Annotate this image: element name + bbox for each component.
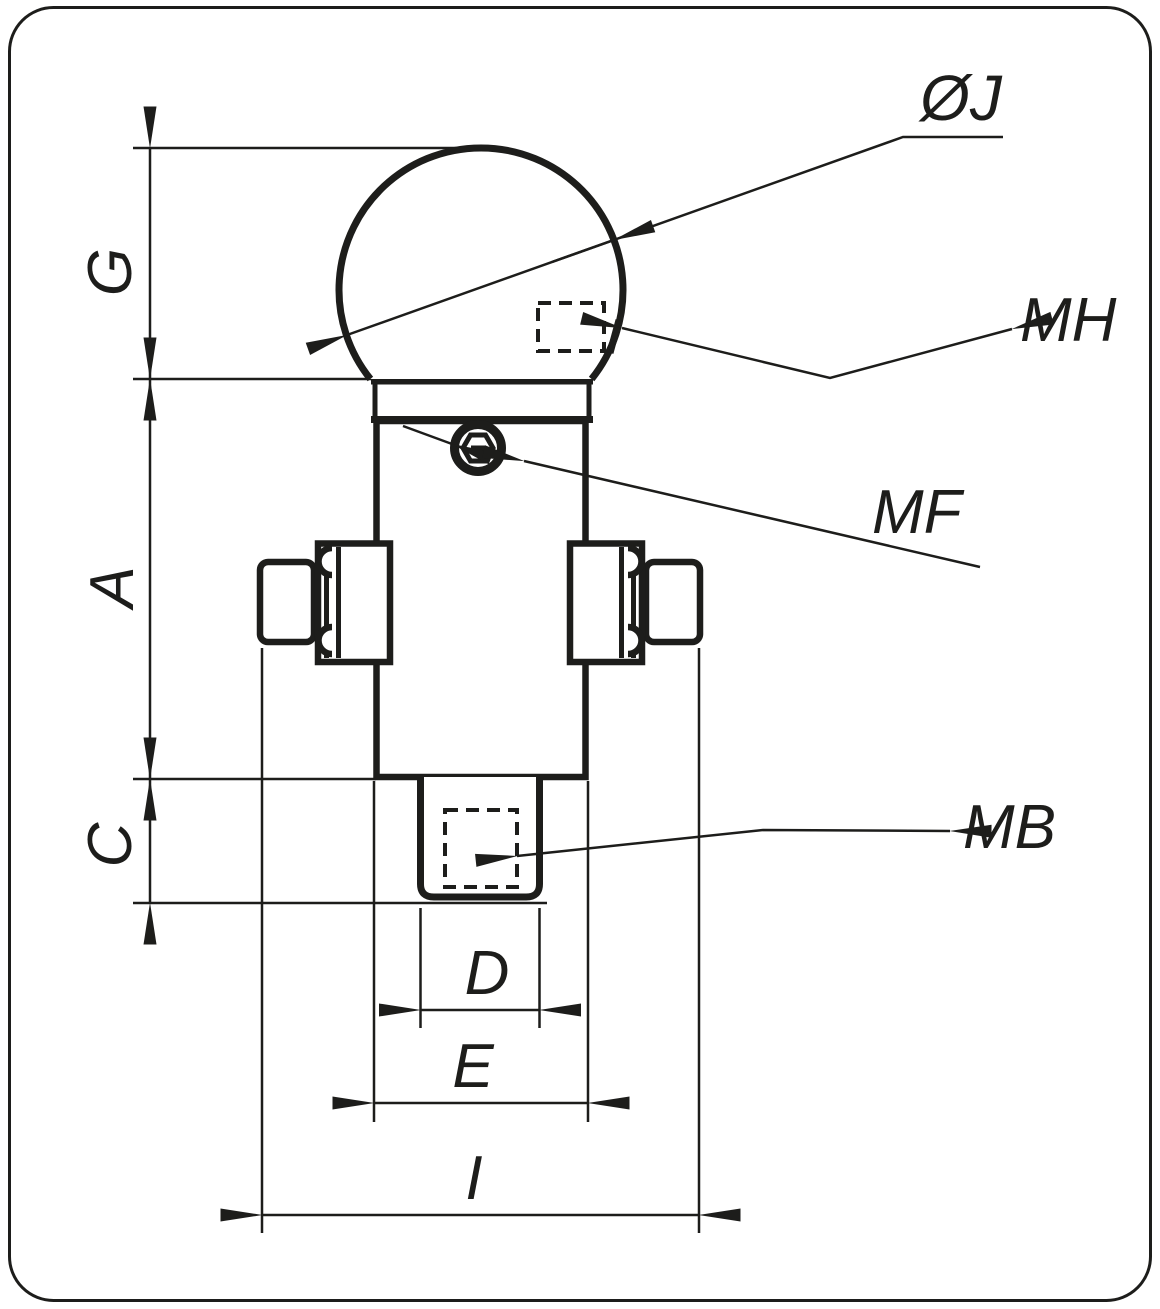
- label-stud-thread: MB: [963, 793, 1056, 862]
- label-dim-I: I: [465, 1144, 482, 1213]
- label-dim-A: A: [78, 566, 147, 611]
- right-clamp-bottom-bump: [627, 623, 645, 658]
- label-dim-G: G: [76, 248, 145, 296]
- left-clamp-bottom-bump: [315, 623, 333, 658]
- body-outline: [373, 417, 589, 781]
- collar-outline: [372, 376, 592, 423]
- left-clamp-top-bump: [315, 544, 333, 579]
- part-outline: [256, 144, 704, 901]
- label-dim-E: E: [452, 1032, 494, 1101]
- left-clamp-block: [256, 558, 318, 646]
- right-clamp-block: [642, 558, 704, 646]
- right-clamp-top-bump: [627, 544, 645, 579]
- dimension-lines: [143, 106, 741, 1222]
- leader-ball-diameter: [305, 135, 1003, 356]
- leader-ball-diameter-upper-arrow: [551, 219, 656, 264]
- right-clamp: [566, 540, 704, 666]
- label-dim-C: C: [76, 821, 145, 867]
- labels: ØJ MH MF MB G A C D E I: [76, 62, 1117, 1213]
- leader-set-screw: [482, 445, 981, 569]
- label-ball-thread: MH: [1020, 286, 1117, 355]
- leader-lines: [305, 135, 1054, 867]
- stud-outline: [417, 777, 543, 901]
- set-screw: [450, 420, 506, 476]
- label-ball-diameter: ØJ: [918, 62, 1003, 134]
- leader-ball-thread: [580, 311, 1054, 380]
- drawing-border-frame: [8, 6, 1152, 1302]
- ball-outline: [335, 144, 627, 382]
- leader-set-screw-left-arrow: [402, 424, 494, 465]
- label-dim-D: D: [465, 939, 510, 1008]
- label-set-screw-thread: MF: [872, 478, 965, 547]
- leader-stud-thread: [475, 824, 992, 867]
- left-clamp: [256, 540, 394, 666]
